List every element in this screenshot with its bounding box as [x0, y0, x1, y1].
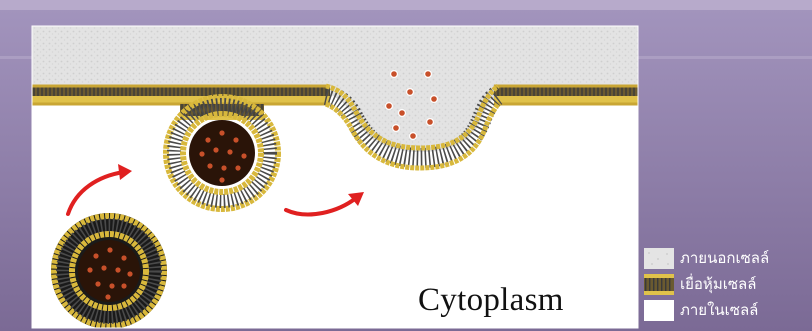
legend: ภายนอกเซลล์ เยื่อหุ้มเซลล์	[644, 246, 810, 324]
budding-vesicle	[166, 97, 278, 209]
inside-swatch-icon	[644, 300, 674, 321]
legend-item-outside: ภายนอกเซลล์	[644, 246, 810, 271]
plasma-membrane-right	[494, 86, 638, 104]
plasma-membrane-left	[32, 86, 330, 104]
legend-item-membrane: เยื่อหุ้มเซลล์	[644, 272, 810, 297]
membrane-swatch-icon	[644, 274, 674, 295]
legend-item-inside: ภายในเซลล์	[644, 298, 810, 323]
free-vesicle	[51, 213, 167, 329]
legend-label-membrane: เยื่อหุ้มเซลล์	[680, 274, 756, 295]
legend-label-outside: ภายนอกเซลล์	[680, 248, 769, 269]
cytoplasm-label: Cytoplasm	[418, 282, 618, 319]
legend-label-inside: ภายในเซลล์	[680, 300, 758, 321]
outside-swatch-icon	[644, 248, 674, 269]
